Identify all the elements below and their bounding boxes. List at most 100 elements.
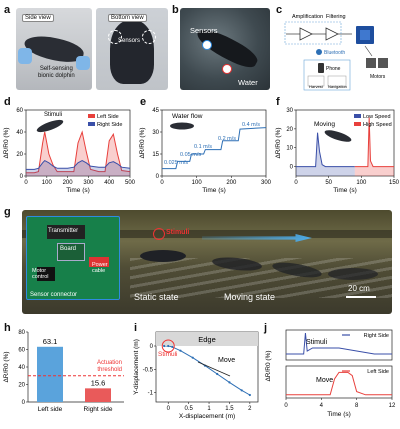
bottom-view-label: Bottom view <box>108 14 147 22</box>
trajectory-point <box>191 356 194 359</box>
annotation-stimuli: Stimuli <box>44 112 62 118</box>
trajectory-point <box>167 344 170 348</box>
legend-swatch <box>88 122 95 126</box>
series-line <box>296 132 355 168</box>
scale-bar <box>346 296 376 298</box>
dolphin-icon <box>170 122 194 130</box>
x-axis-label: Time (s) <box>202 187 226 194</box>
y-tick-label: 30 <box>286 108 293 114</box>
legend-label: Left Side <box>367 369 389 375</box>
legend-label: Right Side <box>97 122 122 128</box>
series-line <box>354 117 394 168</box>
power-connector <box>89 257 109 267</box>
y-tick-label: 10 <box>286 146 293 152</box>
bluetooth-label: Bluetooth <box>324 50 345 56</box>
x-tick-label: 8 <box>355 403 359 409</box>
panel-label-f: f <box>276 96 280 108</box>
sensors-label-b: Sensors <box>190 26 218 35</box>
trajectory-point <box>171 345 174 349</box>
y-tick-label: 40 <box>16 130 23 136</box>
panel-label-h: h <box>4 322 11 334</box>
water-label: Water <box>238 78 258 87</box>
dolphin-label: Self-sensing bionic dolphin <box>38 66 75 79</box>
glove-right <box>76 56 90 70</box>
y-tick-label: 0 <box>150 344 154 350</box>
plot-frame <box>295 109 395 177</box>
legend-swatch <box>88 114 95 118</box>
legend-label: Right Side <box>364 333 389 339</box>
trajectory-point <box>179 349 182 352</box>
x-tick-label: 0 <box>160 180 164 186</box>
series-fill <box>354 117 394 176</box>
y-tick-label: 0 <box>20 174 24 180</box>
annotation-move: Move <box>316 377 333 384</box>
annotation-speed: 0.1 m/s <box>194 144 212 150</box>
y-tick-label: 30 <box>152 130 159 136</box>
series-line <box>26 159 131 170</box>
phone-box <box>303 59 351 91</box>
x-tick-label: 0 <box>24 180 28 186</box>
sensors-label-a: Sensors <box>118 38 141 44</box>
y-tick-label: 60 <box>16 108 23 114</box>
trajectory-point <box>248 393 251 397</box>
panel-label-g: g <box>4 206 11 218</box>
series-line <box>164 345 251 396</box>
sensor-marker-left <box>108 30 122 44</box>
amplification-label: Amplification <box>292 14 323 20</box>
y-axis-label: Y-displacement (m) <box>133 339 140 395</box>
y-tick-label: 0 <box>290 165 294 171</box>
x-axis-label: X-displacement (m) <box>179 413 235 420</box>
annotation-speed: 0.4 m/s <box>242 122 260 128</box>
x-axis-label: Time (s) <box>66 187 90 194</box>
system-diagram: Amplification Filtering Bluetooth Phone … <box>284 14 388 91</box>
x-tick-label: 200 <box>226 180 237 186</box>
navigation-button <box>327 75 347 87</box>
annotation-moving: Moving <box>314 121 335 128</box>
x-tick-label: 200 <box>63 180 74 186</box>
annotation-move: Move <box>218 357 235 364</box>
legend-label: Left Side <box>97 114 119 120</box>
power-cable-label: Power cable <box>92 262 108 274</box>
x-tick-label: 1 <box>207 406 211 412</box>
water-photo <box>180 8 270 90</box>
stimuli-marker <box>153 228 165 240</box>
stimuli-label-g: Stimuli <box>166 229 190 236</box>
transmitter-label: Transmitter <box>48 228 79 234</box>
static-state-label: Static state <box>134 292 179 302</box>
y-tick-label: 20 <box>16 152 23 158</box>
x-tick-label: 0 <box>167 406 171 412</box>
panel-label-e: e <box>140 96 147 108</box>
panel-label-j: j <box>264 322 268 334</box>
bar-value-label: 15.6 <box>91 378 106 387</box>
y-tick-label: 40 <box>18 365 25 371</box>
x-tick-label: 4 <box>320 403 324 409</box>
bluetooth-icon <box>316 49 322 55</box>
move-arrow <box>202 234 312 242</box>
phone-icon <box>318 63 324 73</box>
x-tick-label: Right side <box>84 406 113 413</box>
legend-swatch <box>354 122 361 126</box>
x-tick-label: 0 <box>284 403 288 409</box>
x-tick-label: 50 <box>325 180 332 186</box>
y-tick-label: 60 <box>18 348 25 354</box>
glove-left <box>18 48 32 64</box>
motors-icon <box>364 45 388 68</box>
annotation-stimuli: Stimuli <box>158 351 178 358</box>
navigation-label: Navigation <box>328 84 347 89</box>
series-line <box>26 130 131 174</box>
bar-value-label: 63.1 <box>43 337 58 346</box>
y-tick-label: 15 <box>152 152 159 158</box>
trajectory-point <box>163 344 166 348</box>
panel-label-i: i <box>134 322 138 334</box>
plot-frame <box>285 365 393 399</box>
legend-label: High Speed <box>363 122 392 128</box>
series-line <box>286 332 392 355</box>
motors-label: Motors <box>370 74 386 80</box>
motor-control-chip <box>37 267 55 281</box>
chip-icon <box>356 26 374 44</box>
